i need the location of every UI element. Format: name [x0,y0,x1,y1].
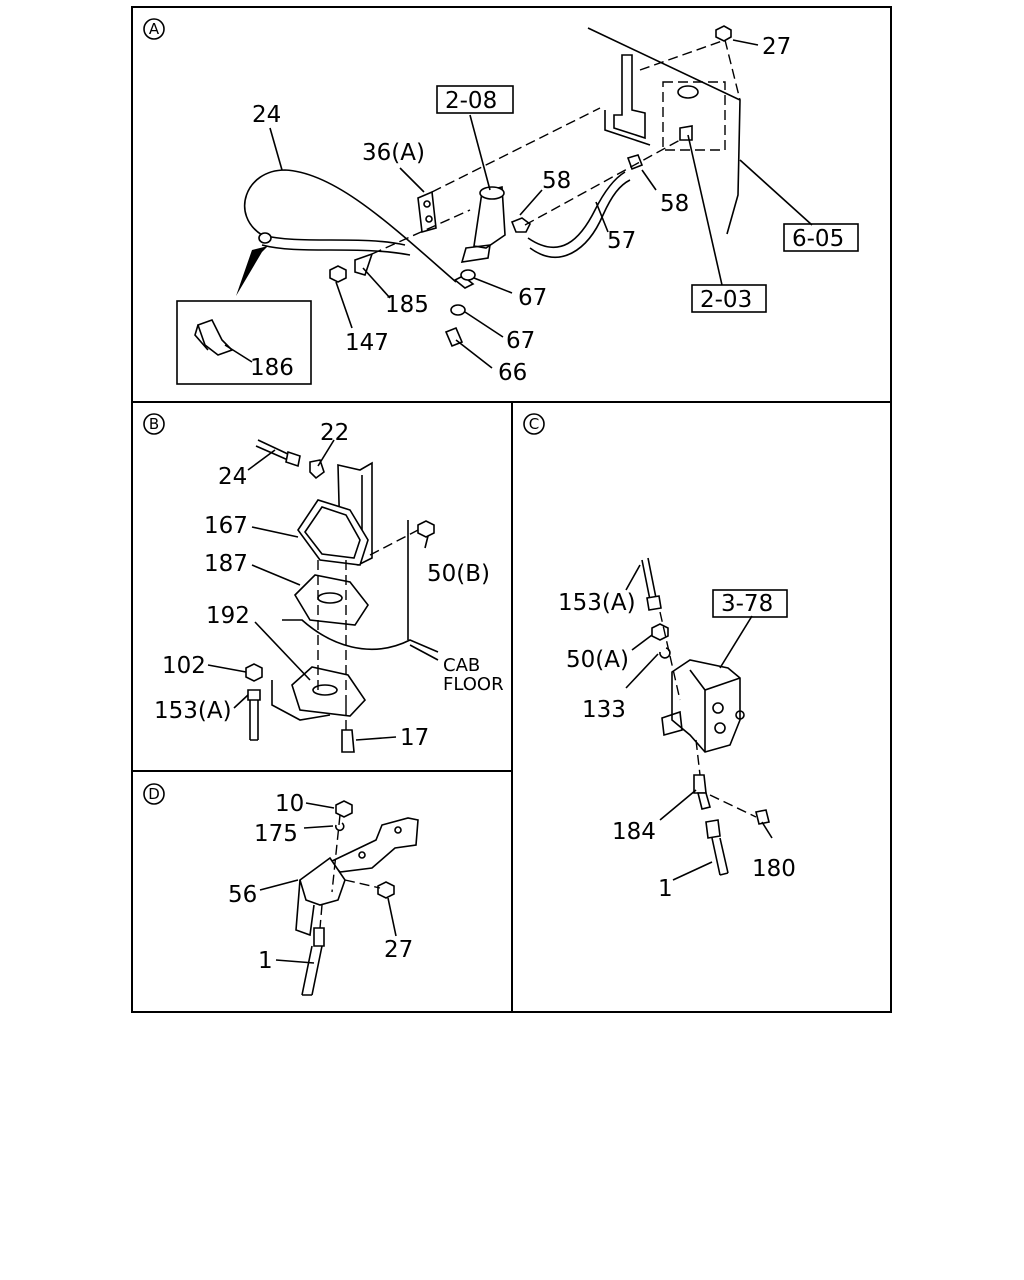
label-b-50b: 50(B) [427,561,490,587]
section-a-labels: 27 24 2-08 36(A) 58 58 57 6-05 2-03 67 6… [250,34,844,386]
label-b-floor: FLOOR [443,674,504,695]
label-a-186: 186 [250,355,294,381]
label-a-67-upper: 67 [518,285,547,311]
label-b-17: 17 [400,725,429,751]
section-b-labels: 22 24 167 187 50(B) 192 102 153(A) 17 CA… [154,420,504,751]
label-d-27: 27 [384,937,413,963]
section-marker-a: A [143,18,165,40]
label-a-57: 57 [607,228,636,254]
label-a-6-05: 6-05 [792,226,844,252]
svg-text:D: D [148,785,160,803]
label-b-167: 167 [204,513,248,539]
section-a-drawing [176,25,859,385]
label-c-3-78: 3-78 [721,591,773,617]
label-c-180: 180 [752,856,796,882]
section-d-drawing [259,800,419,996]
label-a-24: 24 [252,102,281,128]
label-a-2-03: 2-03 [700,287,752,313]
label-d-56: 56 [228,882,257,908]
label-d-175: 175 [254,821,298,847]
label-a-2-08: 2-08 [445,88,497,114]
label-a-58-left: 58 [542,168,571,194]
label-b-187: 187 [204,551,248,577]
svg-text:C: C [529,415,539,433]
label-c-133: 133 [582,697,626,723]
label-a-58-right: 58 [660,191,689,217]
label-a-147: 147 [345,330,389,356]
label-a-27: 27 [762,34,791,60]
label-d-1: 1 [258,948,273,974]
label-b-153a: 153(A) [154,698,232,724]
label-b-192: 192 [206,603,250,629]
panel-frames [131,6,892,1013]
label-c-153a: 153(A) [558,590,636,616]
svg-text:A: A [149,20,160,38]
label-b-24: 24 [218,464,247,490]
label-b-102: 102 [162,653,206,679]
label-a-185: 185 [385,292,429,318]
label-a-66: 66 [498,360,527,386]
section-b-drawing [207,439,439,753]
section-marker-d: D [143,783,165,805]
label-b-22: 22 [320,420,349,446]
section-c-labels: 153(A) 3-78 50(A) 133 184 180 1 [558,590,796,902]
section-c-drawing [625,557,788,881]
label-d-10: 10 [275,791,304,817]
label-a-36a: 36(A) [362,140,425,166]
svg-text:B: B [149,415,159,433]
label-c-50a: 50(A) [566,647,629,673]
label-c-184: 184 [612,819,656,845]
label-c-1: 1 [658,876,673,902]
label-b-cab: CAB [443,655,480,676]
label-a-67-lower: 67 [506,328,535,354]
section-marker-b: B [143,413,165,435]
section-marker-c: C [523,413,545,435]
section-d-labels: 10 175 56 27 1 [228,791,413,974]
